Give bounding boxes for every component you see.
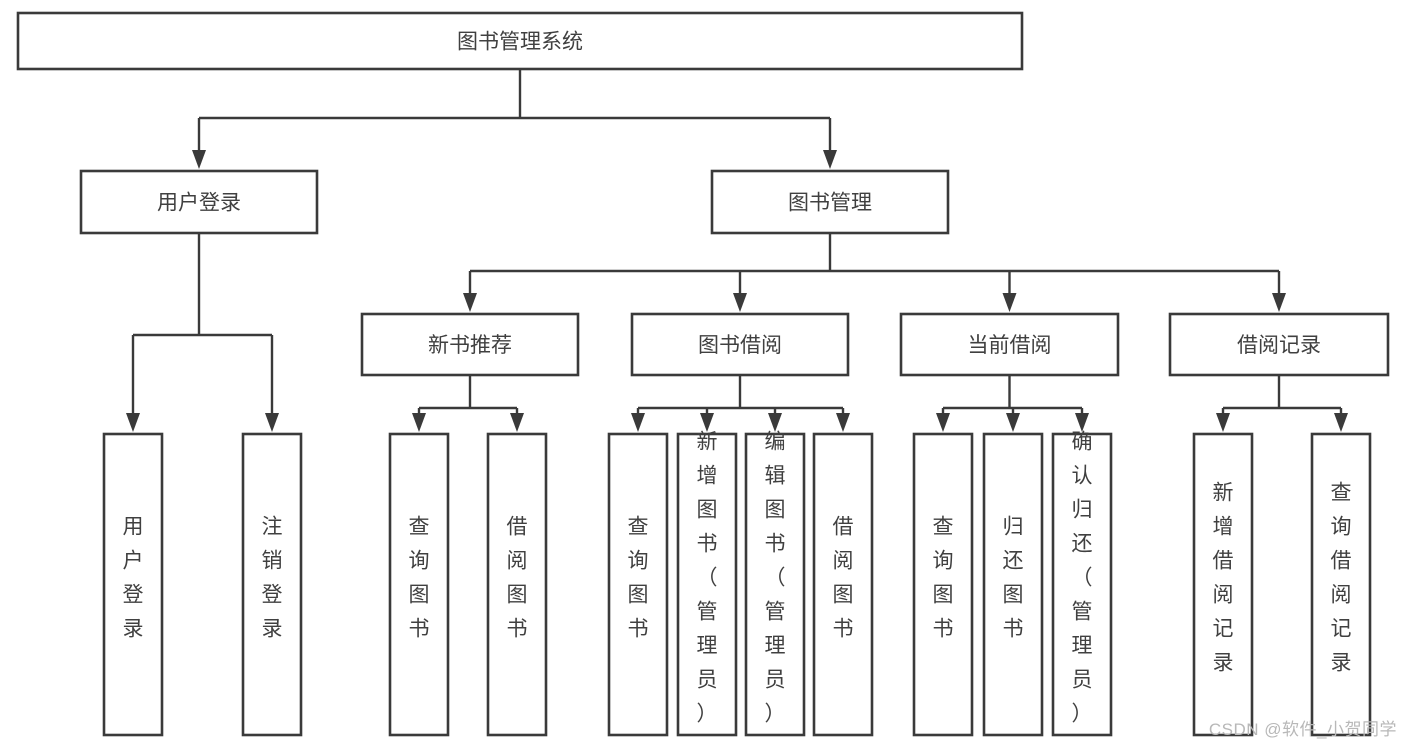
- arrow-head-icon: [510, 413, 524, 432]
- node-box: [102, 432, 164, 737]
- arrow-head-icon: [126, 413, 140, 432]
- node-label: 查询借阅记录: [1331, 482, 1352, 675]
- node-label: 查询图书: [628, 516, 649, 641]
- node-query-book-recommend[interactable]: 查询图书: [388, 432, 450, 737]
- node-book-borrow[interactable]: 图书借阅: [630, 312, 850, 377]
- node-box: [607, 432, 669, 737]
- node-label: 新增借阅记录: [1213, 482, 1234, 675]
- arrow-head-icon: [1075, 413, 1089, 432]
- node-new-book-recommend[interactable]: 新书推荐: [360, 312, 580, 377]
- node-label: 用户登录: [157, 192, 241, 215]
- arrow-head-icon: [192, 150, 206, 169]
- node-label: 新增图书（管理员）: [697, 431, 718, 726]
- arrow-head-icon: [1006, 413, 1020, 432]
- node-box: [1051, 432, 1113, 737]
- node-book-management[interactable]: 图书管理: [710, 169, 950, 235]
- node-box: [676, 432, 738, 737]
- arrow-head-icon: [1002, 293, 1017, 312]
- node-label: 归还图书: [1003, 516, 1024, 641]
- node-label: 图书管理: [788, 192, 872, 215]
- node-label: 确认归还（管理员）: [1072, 431, 1093, 726]
- arrow-head-icon: [463, 293, 477, 312]
- node-current-borrow[interactable]: 当前借阅: [899, 312, 1120, 377]
- node-query-borrow-record[interactable]: 查询借阅记录: [1310, 432, 1372, 737]
- node-box: [710, 169, 950, 235]
- node-user-login-action[interactable]: 用户登录: [102, 432, 164, 737]
- arrow-head-icon: [823, 150, 837, 169]
- node-add-borrow-record[interactable]: 新增借阅记录: [1192, 432, 1254, 737]
- node-label: 注销登录: [262, 516, 283, 641]
- node-box: [1168, 312, 1390, 377]
- node-label: 当前借阅: [968, 334, 1052, 357]
- node-label: 借阅记录: [1237, 334, 1321, 357]
- node-return-book[interactable]: 归还图书: [982, 432, 1044, 737]
- node-label: 新书推荐: [428, 334, 512, 357]
- node-box: [486, 432, 548, 737]
- node-edit-book-admin[interactable]: 编辑图书（管理员）: [744, 431, 806, 737]
- node-user-login[interactable]: 用户登录: [79, 169, 319, 235]
- node-box: [812, 432, 874, 737]
- arrow-head-icon: [836, 413, 850, 432]
- node-borrow-book-recommend[interactable]: 借阅图书: [486, 432, 548, 737]
- node-box: [899, 312, 1120, 377]
- node-label: 用户登录: [123, 516, 144, 641]
- node-box: [16, 11, 1024, 71]
- node-borrow-records[interactable]: 借阅记录: [1168, 312, 1390, 377]
- arrow-head-icon: [1334, 413, 1348, 432]
- node-box: [744, 432, 806, 737]
- node-box: [1192, 432, 1254, 737]
- arrow-head-icon: [700, 413, 714, 432]
- watermark-text: CSDN @软件_小贺同学: [1208, 720, 1397, 739]
- arrow-head-icon: [412, 413, 426, 432]
- arrow-head-icon: [733, 293, 747, 312]
- node-box: [360, 312, 580, 377]
- node-confirm-return-admin[interactable]: 确认归还（管理员）: [1051, 431, 1113, 737]
- node-user-logout[interactable]: 注销登录: [241, 432, 303, 737]
- node-label: 编辑图书（管理员）: [765, 431, 786, 726]
- node-box: [1310, 432, 1372, 737]
- arrow-head-icon: [631, 413, 645, 432]
- node-add-book-admin[interactable]: 新增图书（管理员）: [676, 431, 738, 737]
- node-box: [241, 432, 303, 737]
- arrow-head-icon: [1272, 293, 1286, 312]
- node-borrow-book[interactable]: 借阅图书: [812, 432, 874, 737]
- node-label: 借阅图书: [833, 516, 854, 641]
- node-root[interactable]: 图书管理系统: [16, 11, 1024, 71]
- node-box: [388, 432, 450, 737]
- node-query-book-borrow[interactable]: 查询图书: [607, 432, 669, 737]
- node-box: [982, 432, 1044, 737]
- node-label: 图书管理系统: [457, 31, 583, 54]
- node-query-book-current[interactable]: 查询图书: [912, 432, 974, 737]
- arrow-head-icon: [1216, 413, 1230, 432]
- node-box: [912, 432, 974, 737]
- arrow-head-icon: [936, 413, 950, 432]
- arrow-head-icon: [768, 413, 782, 432]
- node-label: 查询图书: [933, 516, 954, 641]
- node-label: 借阅图书: [507, 516, 528, 641]
- node-label: 查询图书: [409, 516, 430, 641]
- arrow-head-icon: [265, 413, 279, 432]
- node-label: 图书借阅: [698, 334, 782, 357]
